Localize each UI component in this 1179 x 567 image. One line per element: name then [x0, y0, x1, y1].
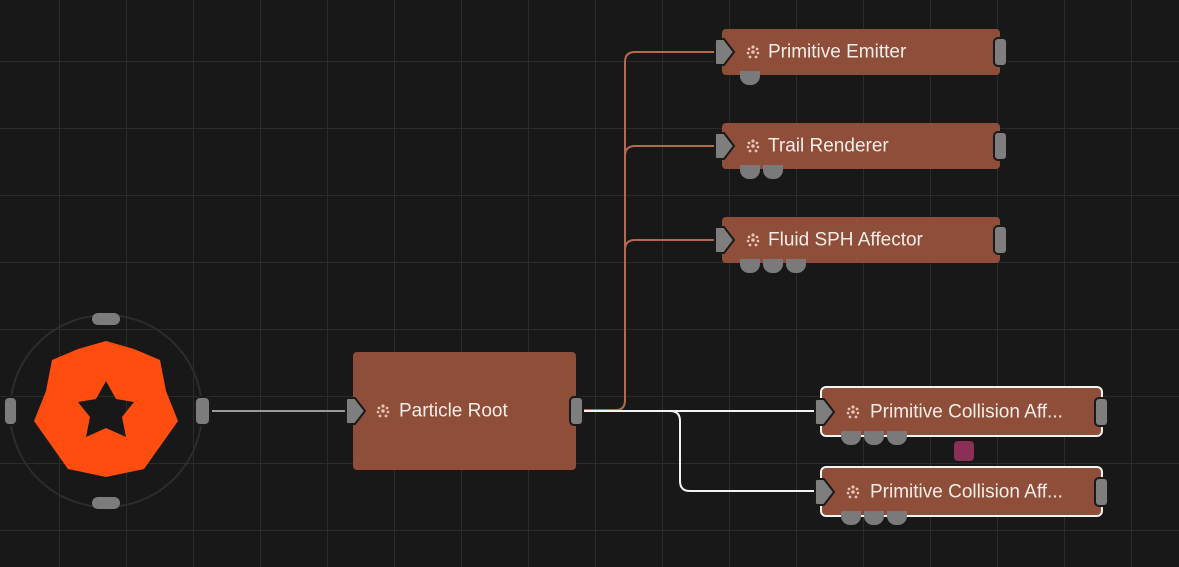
input-port[interactable] — [714, 131, 736, 161]
source-node[interactable] — [9, 314, 203, 508]
node-particle-root[interactable]: Particle Root — [345, 352, 584, 470]
source-handle-right[interactable] — [194, 396, 211, 426]
node-label: Primitive Collision Aff... — [870, 481, 1063, 502]
socket-dot[interactable] — [841, 431, 861, 445]
wire-root-to-emitter[interactable] — [580, 51, 718, 411]
socket-dot[interactable] — [887, 431, 907, 445]
node-fluid-sph-affector[interactable]: Fluid SPH Affector — [714, 217, 1008, 273]
node-label: Primitive Emitter — [768, 41, 907, 63]
socket-dot[interactable] — [864, 511, 884, 525]
input-port[interactable] — [814, 477, 836, 507]
particles-icon — [376, 404, 390, 418]
output-port[interactable] — [993, 225, 1008, 255]
output-port[interactable] — [993, 37, 1008, 67]
socket-dot[interactable] — [864, 431, 884, 445]
selection-marker[interactable] — [954, 441, 974, 461]
socket-dot[interactable] — [763, 165, 783, 179]
socket-dot[interactable] — [887, 511, 907, 525]
particles-icon — [846, 484, 860, 498]
output-port[interactable] — [1094, 396, 1109, 427]
source-handle-top[interactable] — [92, 313, 120, 325]
input-port[interactable] — [345, 396, 367, 426]
wire-root-to-trail[interactable] — [624, 145, 718, 157]
node-label: Primitive Collision Aff... — [870, 401, 1063, 422]
node-label: Fluid SPH Affector — [768, 229, 923, 251]
node-label: Particle Root — [399, 400, 508, 422]
input-port[interactable] — [714, 37, 736, 67]
source-handle-bottom[interactable] — [92, 497, 120, 509]
socket-dot[interactable] — [763, 259, 783, 273]
source-handle-left[interactable] — [3, 396, 18, 426]
node-primitive-collision-affector-2[interactable]: Primitive Collision Aff... — [814, 466, 1109, 525]
socket-dot[interactable] — [786, 259, 806, 273]
wire-root-to-fluid[interactable] — [624, 239, 718, 251]
node-primitive-emitter[interactable]: Primitive Emitter — [714, 29, 1008, 85]
output-port[interactable] — [993, 131, 1008, 161]
input-port[interactable] — [714, 225, 736, 255]
node-label: Trail Renderer — [768, 135, 889, 157]
output-port[interactable] — [1094, 476, 1109, 507]
brand-star-icon — [34, 341, 178, 477]
socket-dot[interactable] — [740, 71, 760, 85]
particles-icon — [746, 45, 760, 59]
socket-dot[interactable] — [841, 511, 861, 525]
output-port[interactable] — [569, 396, 584, 426]
particles-icon — [746, 233, 760, 247]
particles-icon — [746, 139, 760, 153]
input-port[interactable] — [814, 397, 836, 427]
socket-dot[interactable] — [740, 259, 760, 273]
particles-icon — [846, 404, 860, 418]
socket-dot[interactable] — [740, 165, 760, 179]
node-primitive-collision-affector-1[interactable]: Primitive Collision Aff... — [814, 386, 1109, 445]
node-trail-renderer[interactable]: Trail Renderer — [714, 123, 1008, 179]
wire-root-to-collision-2[interactable] — [640, 410, 816, 492]
